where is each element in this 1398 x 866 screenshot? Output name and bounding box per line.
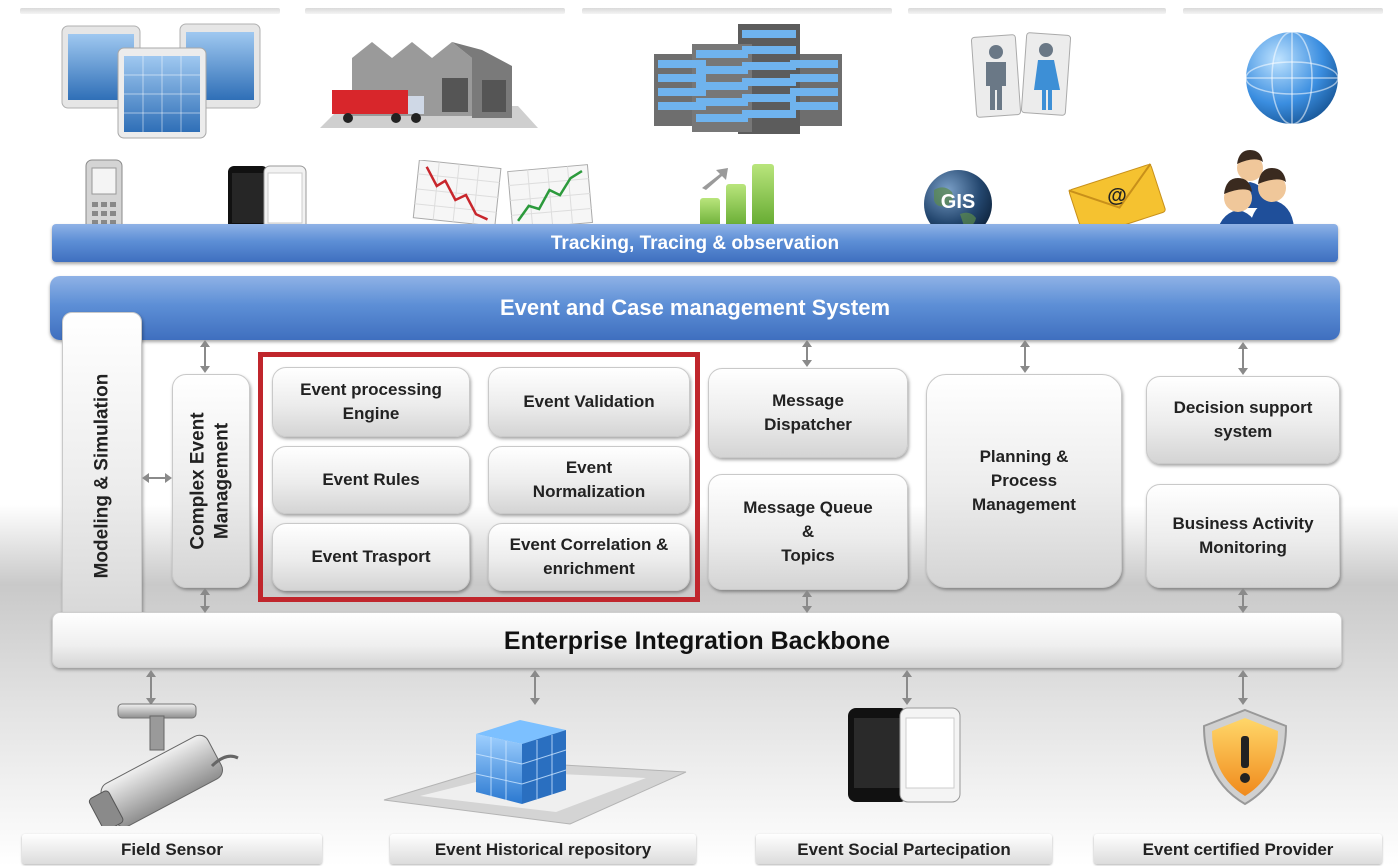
label-line: Business Activity [1172, 514, 1314, 533]
connector-arrow-horizontal [142, 473, 172, 483]
label-line: Topics [781, 546, 835, 565]
email-at-symbol: @ [1107, 185, 1127, 207]
label-line: Engine [342, 404, 400, 423]
event-core-highlight-frame [258, 352, 700, 602]
label-line: Planning & [979, 447, 1069, 466]
label-line: Message Queue [743, 498, 873, 517]
label-line: Event [565, 458, 613, 477]
event-correlation-box: Event Correlation & enrichment [488, 523, 690, 591]
event-validation-box: Event Validation [488, 367, 690, 437]
cem-label-line2: Management [212, 422, 234, 540]
globe-network-icon [1245, 31, 1339, 125]
event-rules-box: Event Rules [272, 446, 470, 514]
label-line: Monitoring [1199, 538, 1287, 557]
smartphones-icon [848, 707, 961, 803]
stock-charts-icon [412, 160, 594, 230]
divider [20, 8, 280, 14]
label-line: Normalization [532, 482, 646, 501]
event-transport-box: Event Trasport [272, 523, 470, 591]
gis-globe-icon: GIS [920, 168, 996, 240]
label-line: Event Validation [523, 392, 655, 411]
event-social-partecipation-label: Event Social Partecipation [756, 834, 1052, 864]
modeling-simulation-label: Modeling & Simulation [91, 373, 112, 579]
tracking-bar: Tracking, Tracing & observation [52, 224, 1338, 262]
security-camera-icon [88, 703, 239, 826]
factory-truck-icon [320, 42, 538, 128]
people-icon [970, 32, 1072, 118]
label-line: enrichment [543, 559, 635, 578]
divider [1183, 8, 1383, 14]
label-line: Decision support [1173, 398, 1313, 417]
label-line: system [1213, 422, 1273, 441]
complex-event-management-label: Complex Event Management [187, 412, 235, 549]
label-line: Event processing [300, 380, 442, 399]
support-team-icon [1216, 150, 1294, 240]
label-line: Dispatcher [764, 415, 852, 434]
ecms-bar: Event and Case management System [50, 276, 1340, 340]
gis-label: GIS [940, 191, 976, 213]
label-line: Event Rules [322, 470, 420, 489]
label-line: Management [972, 495, 1076, 514]
growth-bar-chart-icon [700, 164, 774, 232]
message-queue-topics-box: Message Queue & Topics [708, 474, 908, 590]
label-line: Event Correlation & [509, 535, 669, 554]
event-historical-repository-label: Event Historical repository [390, 834, 696, 864]
complex-event-management-box: Complex Event Management [172, 374, 250, 588]
decision-support-system-box: Decision support system [1146, 376, 1340, 464]
cem-label-line1: Complex Event [188, 412, 210, 550]
divider [582, 8, 892, 14]
mobile-phone-icon [85, 159, 123, 235]
enterprise-integration-backbone: Enterprise Integration Backbone [52, 612, 1342, 668]
email-envelope-icon: @ [1064, 162, 1170, 234]
field-sensor-label: Field Sensor [22, 834, 322, 864]
label-line: Event Trasport [311, 547, 431, 566]
modeling-simulation-box: Modeling & Simulation [62, 312, 142, 640]
event-certified-provider-label: Event certified Provider [1094, 834, 1382, 864]
office-buildings-icon [61, 23, 261, 139]
label-line: Message [772, 391, 844, 410]
server-datacenter-icon [654, 24, 842, 134]
data-cube-repository-icon [383, 720, 687, 825]
label-line: Process [990, 471, 1058, 490]
divider [908, 8, 1166, 14]
label-line: & [801, 522, 815, 541]
warning-shield-icon [1202, 708, 1288, 806]
divider [305, 8, 565, 14]
